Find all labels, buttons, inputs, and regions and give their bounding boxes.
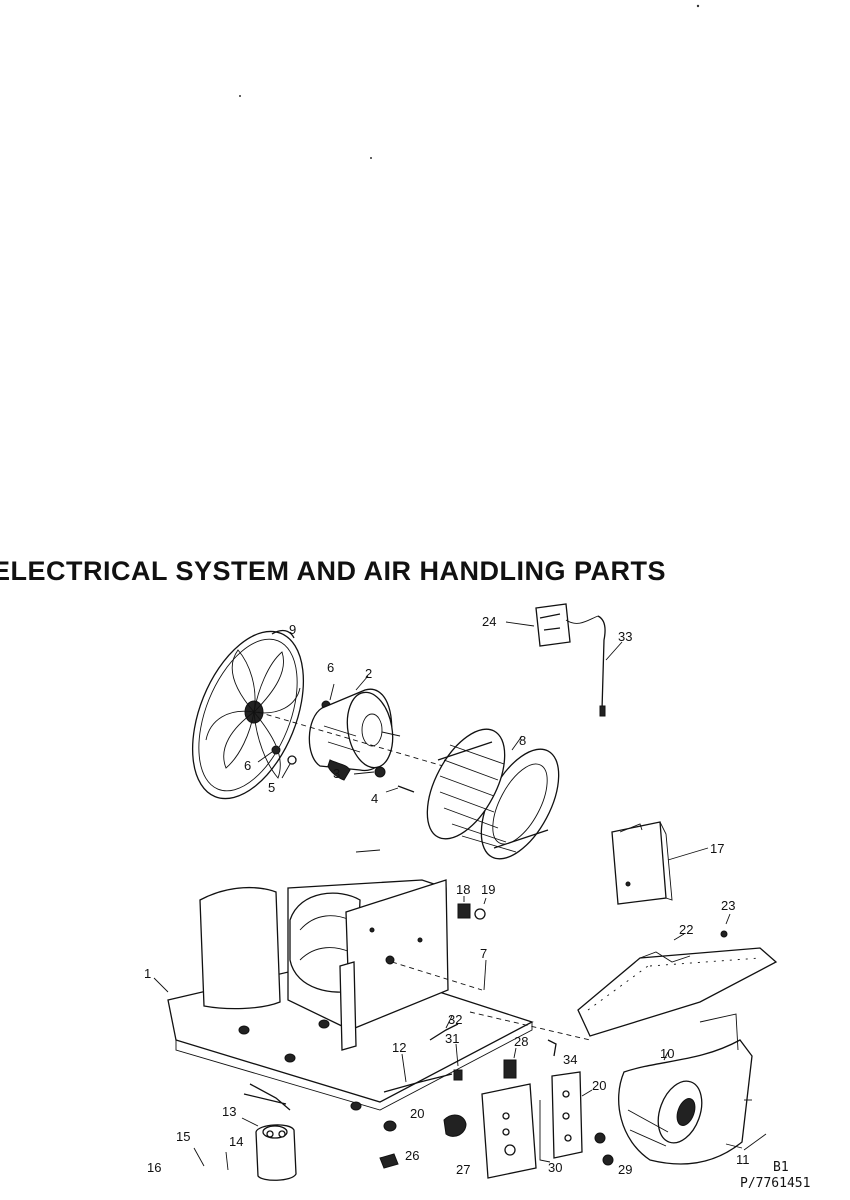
part-thermostat-bulb bbox=[597, 615, 623, 717]
label-33: 33 bbox=[618, 629, 632, 644]
shaft-axis-line bbox=[257, 711, 451, 769]
label-15: 15 bbox=[176, 1129, 190, 1144]
label-26: 26 bbox=[405, 1148, 419, 1163]
part-brackets-20-30 bbox=[443, 1071, 593, 1179]
label-19: 19 bbox=[481, 882, 495, 897]
label-34: 34 bbox=[563, 1052, 577, 1067]
label-12: 12 bbox=[392, 1040, 406, 1055]
part-capacitor-28-34 bbox=[503, 1039, 557, 1079]
part-washers-5-6 bbox=[257, 745, 297, 779]
part-base-pan bbox=[153, 849, 591, 1111]
label-23: 23 bbox=[721, 898, 735, 913]
label-6b: 6 bbox=[244, 758, 251, 773]
diagram-title: ELECTRICAL SYSTEM AND AIR HANDLING PARTS bbox=[0, 556, 667, 586]
label-2: 2 bbox=[365, 666, 372, 681]
part-switch bbox=[505, 603, 599, 647]
part-blower-wheel bbox=[426, 728, 560, 860]
scan-specks bbox=[239, 4, 700, 159]
label-6: 6 bbox=[327, 660, 334, 675]
part-wiring-12-31-32 bbox=[383, 1015, 463, 1093]
part-panel-17 bbox=[611, 821, 709, 905]
part-cover-22-23 bbox=[577, 913, 778, 1037]
label-9: 9 bbox=[289, 622, 296, 637]
label-1: 1 bbox=[144, 966, 151, 981]
label-8: 8 bbox=[519, 733, 526, 748]
part-capacitor-13 bbox=[193, 1083, 399, 1181]
part-bolts-3-4 bbox=[353, 766, 415, 793]
label-11: 11 bbox=[736, 1152, 750, 1167]
label-29: 29 bbox=[618, 1162, 632, 1177]
label-20: 20 bbox=[410, 1106, 424, 1121]
label-16: 16 bbox=[147, 1160, 161, 1175]
label-28: 28 bbox=[514, 1034, 528, 1049]
label-10: 10 bbox=[660, 1046, 674, 1061]
part-motor bbox=[308, 675, 401, 781]
label-14: 14 bbox=[229, 1134, 243, 1149]
label-30: 30 bbox=[548, 1160, 562, 1175]
label-13: 13 bbox=[222, 1104, 236, 1119]
part-number-labels: 9 6 2 8 24 33 6 5 3 4 17 18 19 23 22 7 1… bbox=[144, 614, 750, 1177]
label-5: 5 bbox=[268, 780, 275, 795]
label-17: 17 bbox=[710, 841, 724, 856]
label-4: 4 bbox=[371, 791, 378, 806]
part-relay-18-19 bbox=[457, 896, 487, 920]
label-22: 22 bbox=[679, 922, 693, 937]
label-27: 27 bbox=[456, 1162, 470, 1177]
label-32: 32 bbox=[448, 1012, 462, 1027]
label-31: 31 bbox=[445, 1031, 459, 1046]
part-blower-housing bbox=[594, 1013, 767, 1166]
page-code-b1: B1 bbox=[773, 1160, 789, 1175]
label-24: 24 bbox=[482, 614, 496, 629]
label-3: 3 bbox=[333, 766, 340, 781]
page-code-number: P/7761451 bbox=[740, 1176, 811, 1191]
label-18: 18 bbox=[456, 882, 470, 897]
part-fan-blade bbox=[191, 629, 305, 800]
label-7: 7 bbox=[480, 946, 487, 961]
label-20b: 20 bbox=[592, 1078, 606, 1093]
